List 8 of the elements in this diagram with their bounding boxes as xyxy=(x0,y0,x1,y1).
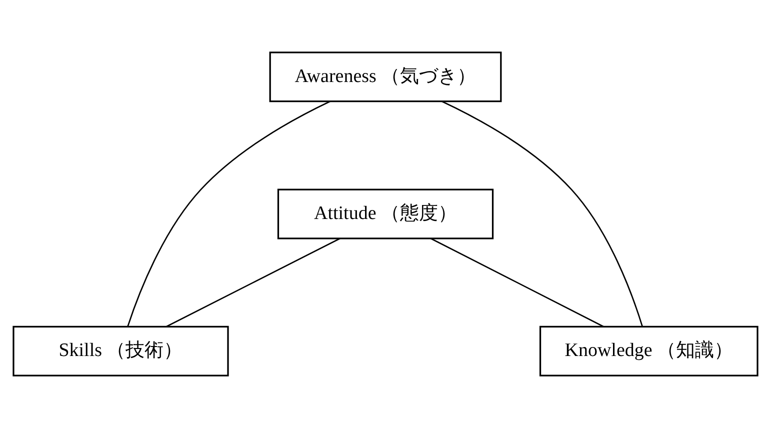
node-box: Knowledge （知識） xyxy=(539,326,758,376)
node-box: Attitude （態度） xyxy=(277,188,494,240)
node-box: Awareness （気づき） xyxy=(269,52,502,102)
connector xyxy=(127,100,330,327)
node-box: Skills （技術） xyxy=(12,326,229,376)
connector xyxy=(430,238,604,328)
connector xyxy=(166,238,340,328)
connector xyxy=(442,100,644,327)
